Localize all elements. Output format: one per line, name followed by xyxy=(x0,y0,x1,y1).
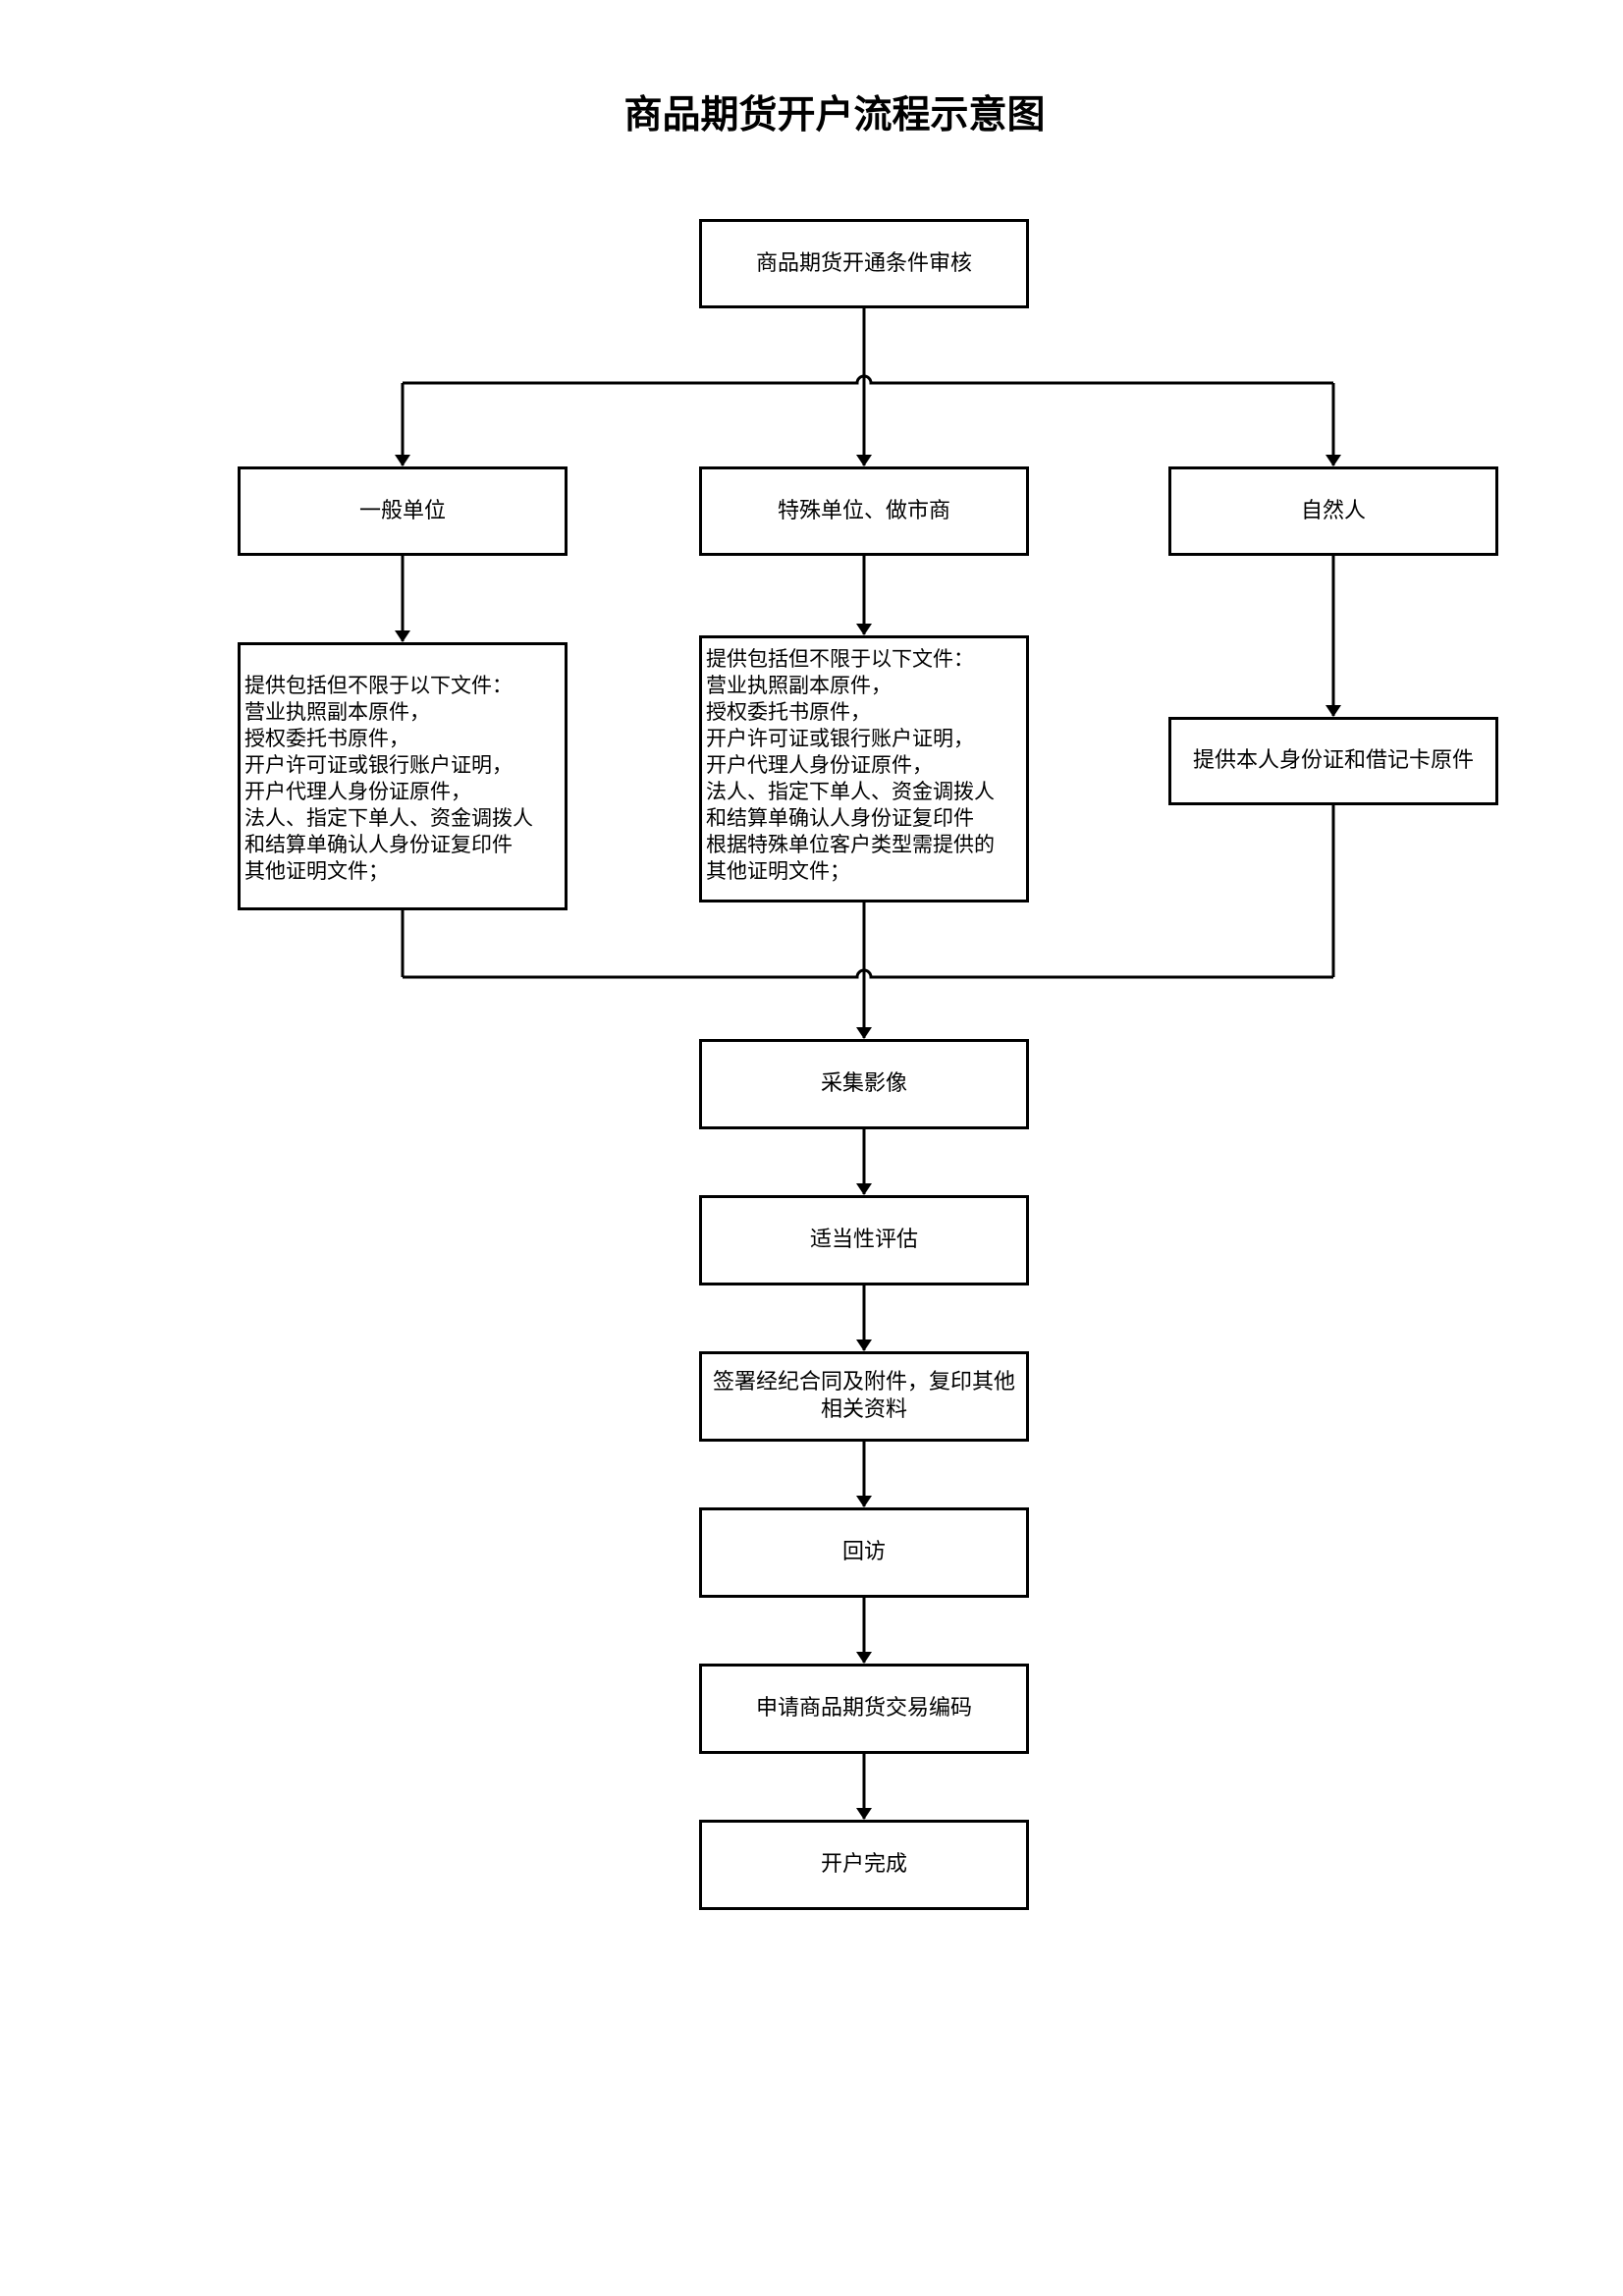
node-review: 商品期货开通条件审核 xyxy=(699,219,1029,308)
node-general-unit-label: 一般单位 xyxy=(358,498,446,523)
special-docs-line: 法人、指定下单人、资金调拨人 xyxy=(706,780,995,803)
general-docs-line: 开户许可证或银行账户证明， xyxy=(244,753,513,777)
node-image-capture: 采集影像 xyxy=(699,1039,1029,1129)
special-docs-line: 根据特殊单位客户类型需提供的 xyxy=(706,833,995,856)
node-natural-person: 自然人 xyxy=(1168,466,1498,556)
special-docs-line: 授权委托书原件， xyxy=(706,700,871,724)
node-callback-label: 回访 xyxy=(841,1540,886,1564)
node-general-docs: 提供包括但不限于以下文件： 营业执照副本原件， 授权委托书原件， 开户许可证或银… xyxy=(238,642,568,910)
connector-branch-top xyxy=(403,374,1333,385)
general-docs-line: 提供包括但不限于以下文件： xyxy=(244,674,513,697)
connector-merge xyxy=(403,968,1333,979)
node-general-unit: 一般单位 xyxy=(238,466,568,556)
node-suitability: 适当性评估 xyxy=(699,1195,1029,1285)
special-docs-line: 营业执照副本原件， xyxy=(706,674,892,697)
node-complete-label: 开户完成 xyxy=(820,1852,907,1877)
general-docs-line: 开户代理人身份证原件， xyxy=(244,780,471,803)
general-docs-line: 其他证明文件； xyxy=(244,859,389,883)
page-title: 商品期货开户流程示意图 xyxy=(623,92,1046,137)
node-sign-contract-line2: 相关资料 xyxy=(820,1397,907,1422)
general-docs-line: 和结算单确认人身份证复印件 xyxy=(244,833,513,856)
node-complete: 开户完成 xyxy=(699,1820,1029,1910)
node-suitability-label: 适当性评估 xyxy=(809,1228,918,1252)
special-docs-line: 开户代理人身份证原件， xyxy=(706,753,933,777)
node-apply-code-label: 申请商品期货交易编码 xyxy=(755,1696,972,1721)
node-person-docs: 提供本人身份证和借记卡原件 xyxy=(1168,717,1498,805)
node-special-unit: 特殊单位、做市商 xyxy=(699,466,1029,556)
node-callback: 回访 xyxy=(699,1507,1029,1598)
special-docs-line: 开户许可证或银行账户证明， xyxy=(706,727,974,750)
node-image-capture-label: 采集影像 xyxy=(820,1071,907,1096)
special-docs-line: 提供包括但不限于以下文件： xyxy=(706,647,974,671)
node-special-unit-label: 特殊单位、做市商 xyxy=(777,498,950,523)
node-sign-contract-line1: 签署经纪合同及附件，复印其他 xyxy=(712,1370,1015,1394)
node-person-docs-label: 提供本人身份证和借记卡原件 xyxy=(1192,748,1474,773)
node-review-label: 商品期货开通条件审核 xyxy=(755,250,972,276)
node-special-docs: 提供包括但不限于以下文件： 营业执照副本原件， 授权委托书原件， 开户许可证或银… xyxy=(699,635,1029,902)
general-docs-line: 营业执照副本原件， xyxy=(244,700,430,724)
special-docs-line: 其他证明文件； xyxy=(706,859,850,883)
special-docs-line: 和结算单确认人身份证复印件 xyxy=(706,806,974,830)
node-natural-person-label: 自然人 xyxy=(1300,498,1366,523)
general-docs-line: 授权委托书原件， xyxy=(244,727,409,750)
node-sign-contract: 签署经纪合同及附件，复印其他 相关资料 xyxy=(699,1351,1029,1442)
node-apply-code: 申请商品期货交易编码 xyxy=(699,1664,1029,1754)
general-docs-line: 法人、指定下单人、资金调拨人 xyxy=(244,806,533,830)
